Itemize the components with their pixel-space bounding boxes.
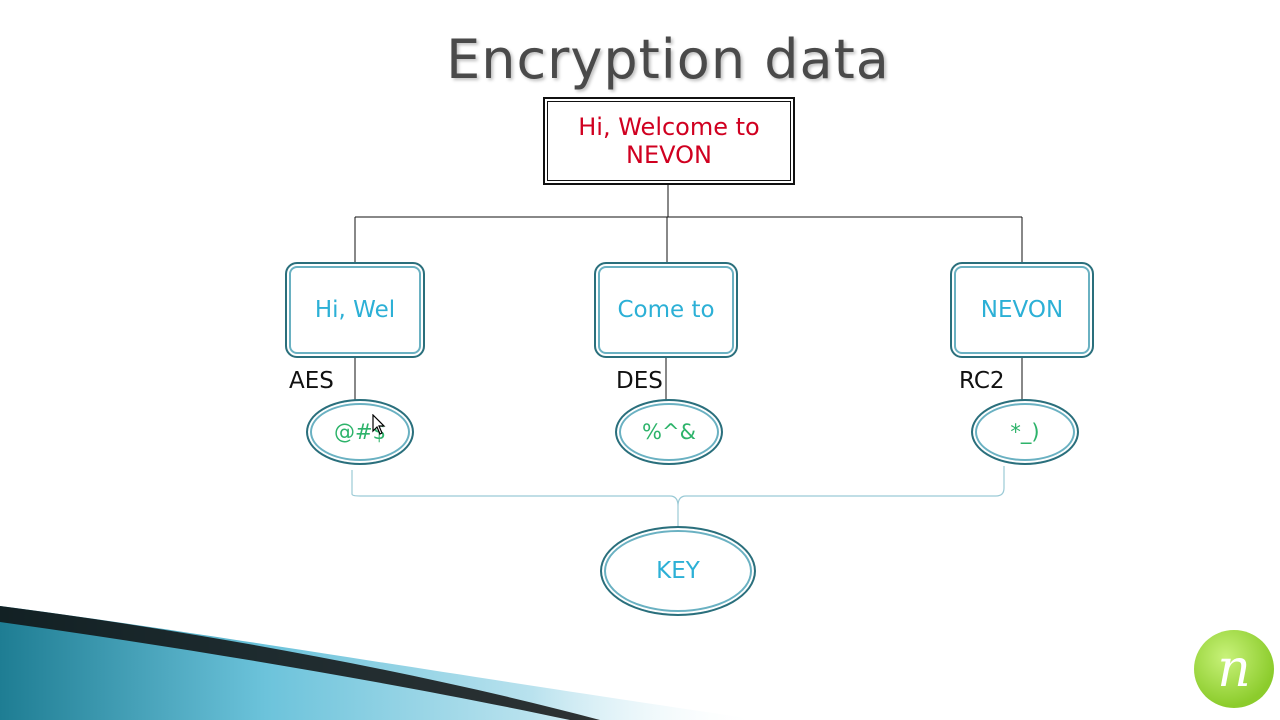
cipher-text-3: *_): [1010, 420, 1040, 444]
chunk-label-2: Come to: [617, 297, 715, 323]
plaintext-box: Hi, Welcome to NEVON: [543, 97, 795, 185]
page-title: Encryption data: [446, 28, 890, 91]
nevon-logo-icon: n: [1194, 630, 1274, 708]
cipher-ellipse-1: @#$: [306, 399, 414, 465]
cipher-ellipse-3: *_): [971, 399, 1079, 465]
algorithm-label-rc2: RC2: [959, 368, 1005, 394]
algorithm-label-des: DES: [616, 368, 663, 394]
cipher-text-2: %^&: [642, 420, 696, 444]
chunk-box-1: Hi, Wel: [285, 262, 425, 358]
key-ellipse: KEY: [600, 526, 756, 616]
chunk-label-1: Hi, Wel: [314, 297, 396, 323]
key-label: KEY: [656, 558, 700, 584]
mouse-pointer-icon: [372, 414, 386, 435]
chunk-label-3: NEVON: [980, 297, 1064, 323]
chunk-box-3: NEVON: [950, 262, 1094, 358]
chunk-box-2: Come to: [594, 262, 738, 358]
algorithm-label-aes: AES: [289, 368, 334, 394]
cipher-ellipse-2: %^&: [615, 399, 723, 465]
plaintext-line-1: Hi, Welcome to: [578, 113, 760, 141]
logo-glyph: n: [1217, 639, 1251, 699]
plaintext-line-2: NEVON: [626, 141, 712, 169]
